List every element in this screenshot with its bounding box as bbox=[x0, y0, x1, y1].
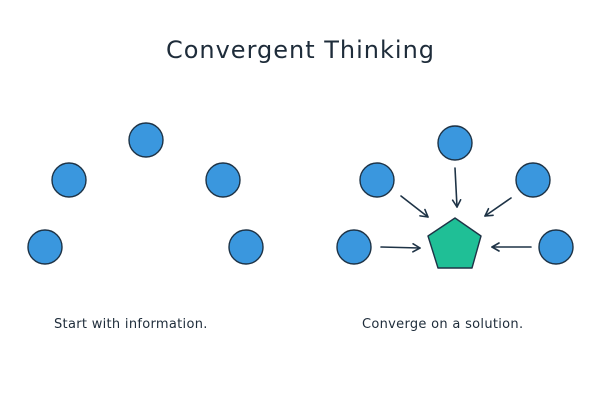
solution-pentagon bbox=[427, 217, 482, 269]
diagram-title: Convergent Thinking bbox=[165, 36, 436, 64]
caption-start: Start with information. bbox=[54, 317, 208, 332]
info-node bbox=[359, 162, 395, 198]
arrow bbox=[380, 243, 421, 253]
info-node bbox=[437, 125, 473, 161]
info-node bbox=[128, 122, 164, 158]
info-node bbox=[51, 162, 87, 198]
converging-arrows bbox=[380, 167, 532, 253]
arrow bbox=[451, 167, 462, 208]
arrow bbox=[400, 195, 429, 218]
arrow bbox=[484, 197, 512, 217]
convergence-group bbox=[336, 125, 574, 269]
info-node bbox=[205, 162, 241, 198]
caption-converge: Converge on a solution. bbox=[362, 317, 524, 332]
info-node bbox=[538, 229, 574, 265]
information-group bbox=[27, 122, 264, 265]
info-node bbox=[336, 229, 372, 265]
info-node bbox=[228, 229, 264, 265]
info-node bbox=[515, 162, 551, 198]
info-node bbox=[27, 229, 63, 265]
